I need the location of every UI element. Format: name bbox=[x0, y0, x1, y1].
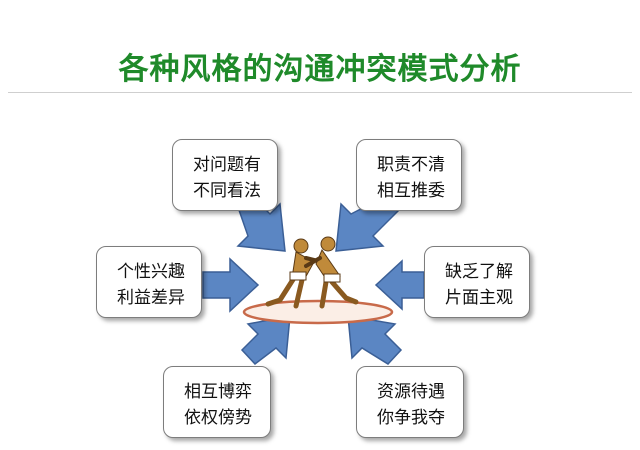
cause-card-top-right: 职责不清 相互推委 bbox=[356, 139, 462, 211]
cause-text: 片面主观 bbox=[445, 288, 513, 308]
cause-text: 相互推委 bbox=[377, 181, 445, 201]
cause-text: 不同看法 bbox=[193, 181, 261, 201]
cause-text: 利益差异 bbox=[117, 288, 185, 308]
cause-text: 资源待遇 bbox=[377, 382, 445, 402]
arrow-bottom-right bbox=[347, 315, 403, 365]
title-divider bbox=[8, 92, 632, 93]
cause-text: 职责不清 bbox=[377, 155, 445, 175]
cause-card-bottom-left: 相互博弈 依权傍势 bbox=[163, 366, 271, 438]
wrestlers-icon bbox=[242, 236, 394, 325]
cause-text: 相互博弈 bbox=[184, 382, 252, 402]
cause-card-mid-left: 个性兴趣 利益差异 bbox=[96, 246, 202, 318]
arrow-mid-left bbox=[202, 257, 260, 313]
cause-card-top-left: 对问题有 不同看法 bbox=[172, 139, 278, 211]
cause-text: 你争我夺 bbox=[377, 408, 445, 428]
cause-text: 缺乏了解 bbox=[445, 262, 513, 282]
cause-text: 依权傍势 bbox=[184, 408, 252, 428]
arrow-bottom-left bbox=[240, 315, 291, 366]
page-title: 各种风格的沟通冲突模式分析 bbox=[118, 52, 522, 87]
arrow-mid-right bbox=[374, 259, 425, 311]
cause-text: 对问题有 bbox=[193, 155, 261, 175]
cause-card-bottom-right: 资源待遇 你争我夺 bbox=[356, 366, 464, 438]
cause-text: 个性兴趣 bbox=[117, 262, 185, 282]
cause-card-mid-right: 缺乏了解 片面主观 bbox=[424, 246, 530, 318]
